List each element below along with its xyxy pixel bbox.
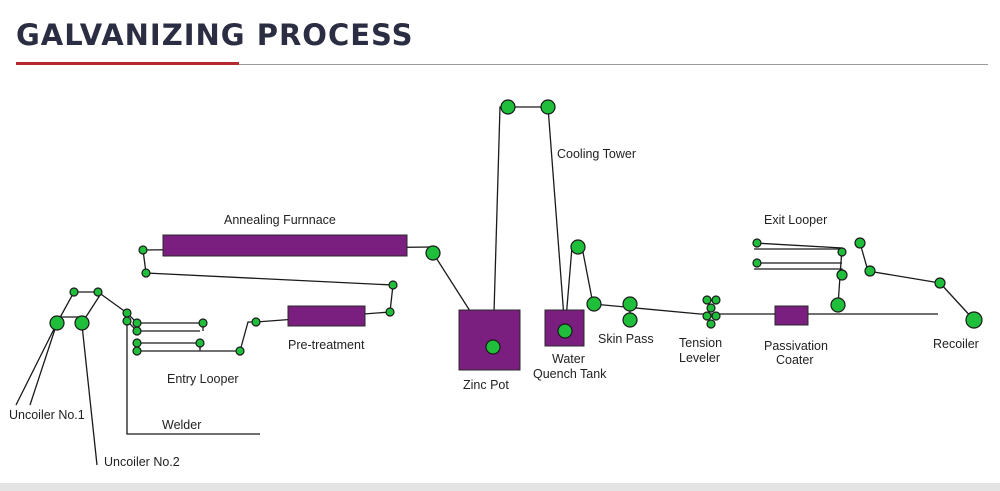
label-entry-looper: Entry Looper bbox=[167, 372, 239, 386]
label-tension-leveler-2: Leveler bbox=[679, 351, 720, 365]
roller bbox=[837, 247, 847, 257]
equipment bbox=[162, 234, 809, 371]
roller bbox=[138, 245, 148, 255]
label-passivation-coater: Passivation bbox=[764, 339, 828, 353]
skin-pass-roller bbox=[622, 296, 638, 312]
roller bbox=[557, 323, 573, 339]
roller bbox=[385, 307, 395, 317]
roller bbox=[198, 318, 208, 328]
pre-treatment-tank bbox=[287, 305, 366, 327]
label-skin-pass: Skin Pass bbox=[598, 332, 654, 346]
roller bbox=[570, 239, 586, 255]
roller bbox=[934, 277, 946, 289]
uncoiler-2-roller bbox=[74, 315, 90, 331]
roller bbox=[122, 316, 132, 326]
roller bbox=[586, 296, 602, 312]
roller bbox=[132, 326, 142, 336]
roller bbox=[251, 317, 261, 327]
label-tension-leveler: Tension bbox=[679, 336, 722, 350]
tension-leveler-roller bbox=[706, 319, 716, 329]
label-pre-treatment: Pre-treatment bbox=[288, 338, 365, 352]
uncoiler-1-roller bbox=[49, 315, 65, 331]
tension-leveler-roller bbox=[711, 311, 721, 321]
tension-leveler-roller bbox=[702, 295, 712, 305]
annealing-furnace bbox=[162, 234, 408, 257]
label-water-quench-tank: Water bbox=[552, 352, 585, 366]
roller bbox=[388, 280, 398, 290]
roller bbox=[752, 238, 762, 248]
roller bbox=[485, 339, 501, 355]
footer-bar bbox=[0, 483, 1000, 491]
label-water-quench-tank-2: Quench Tank bbox=[533, 367, 607, 381]
label-zinc-pot: Zinc Pot bbox=[463, 378, 509, 392]
tension-leveler-roller bbox=[706, 303, 716, 313]
tension-leveler-roller bbox=[711, 295, 721, 305]
zinc-pot bbox=[458, 309, 521, 371]
label-welder: Welder bbox=[162, 418, 201, 432]
skin-pass-roller bbox=[622, 312, 638, 328]
title-accent-underline bbox=[16, 62, 239, 65]
labels: Annealing Furnnace Cooling Tower Exit Lo… bbox=[9, 147, 979, 469]
roller bbox=[864, 265, 876, 277]
label-uncoiler-2: Uncoiler No.2 bbox=[104, 455, 180, 469]
passivation-coater bbox=[774, 305, 809, 326]
tension-leveler-roller bbox=[702, 311, 712, 321]
roller bbox=[836, 269, 848, 281]
roller bbox=[93, 287, 103, 297]
roller bbox=[132, 338, 142, 348]
roller bbox=[141, 268, 151, 278]
roller bbox=[69, 287, 79, 297]
roller bbox=[425, 245, 441, 261]
label-annealing-furnace: Annealing Furnnace bbox=[224, 213, 336, 227]
label-exit-looper: Exit Looper bbox=[764, 213, 827, 227]
title-divider bbox=[16, 64, 988, 65]
roller bbox=[854, 237, 866, 249]
roller bbox=[122, 308, 132, 318]
strip-path bbox=[15, 106, 975, 466]
roller bbox=[752, 258, 762, 268]
label-uncoiler-1: Uncoiler No.1 bbox=[9, 408, 85, 422]
cooling-tower-roller bbox=[500, 99, 516, 115]
label-cooling-tower: Cooling Tower bbox=[557, 147, 636, 161]
roller bbox=[195, 338, 205, 348]
roller bbox=[132, 346, 142, 356]
roller bbox=[132, 318, 142, 328]
label-recoiler: Recoiler bbox=[933, 337, 979, 351]
roller bbox=[830, 297, 846, 313]
cooling-tower-roller bbox=[540, 99, 556, 115]
roller bbox=[235, 346, 245, 356]
page-title: GALVANIZING PROCESS bbox=[16, 18, 414, 52]
recoiler-roller bbox=[965, 311, 983, 329]
rollers bbox=[49, 99, 983, 356]
label-passivation-coater-2: Coater bbox=[776, 353, 814, 367]
